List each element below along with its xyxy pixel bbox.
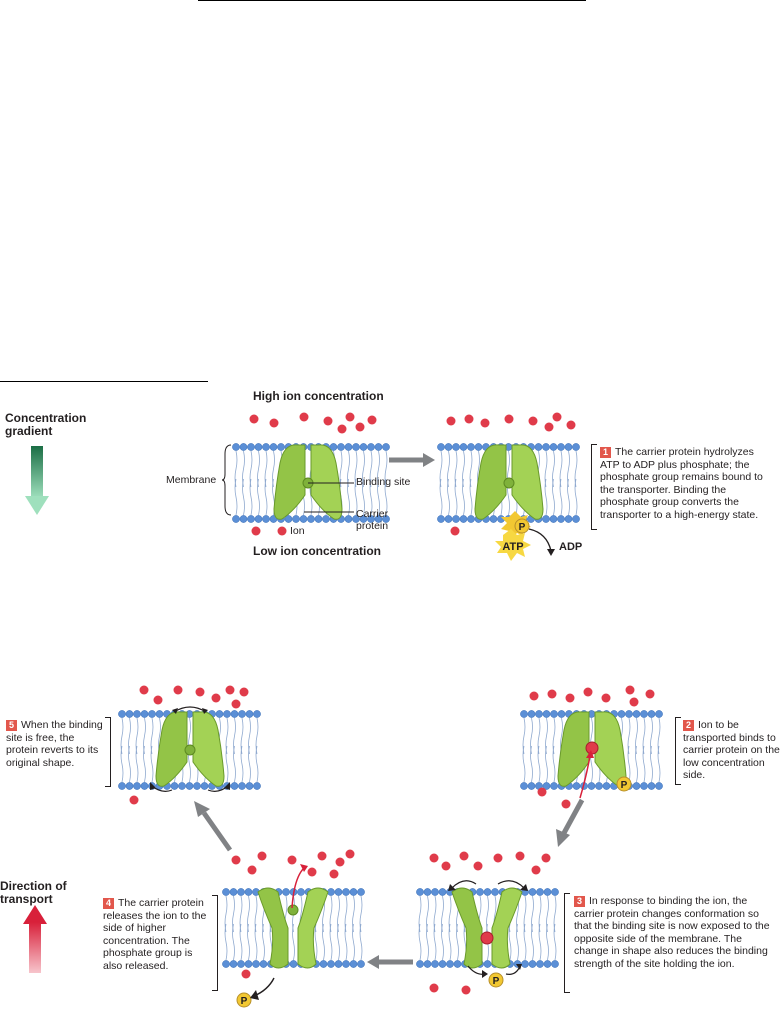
adp-text: ADP [559, 541, 582, 553]
direction-arrow-icon [23, 905, 47, 973]
binding-site-label: Binding site [356, 476, 411, 488]
carrier-protein-a [273, 444, 343, 520]
concentration-gradient-label: Concentration gradient [5, 411, 87, 438]
ion-legend-label: Ion [290, 525, 305, 537]
membrane-brace [221, 444, 232, 516]
step3-phosphate-text: P [493, 976, 500, 987]
carrier-protein-b [474, 444, 544, 520]
step5-description: When the binding site is free, the prote… [6, 719, 103, 769]
step3-number: 3 [574, 896, 585, 907]
arrow-step4-to-step5 [194, 801, 233, 852]
step2-phosphate-text: P [621, 780, 628, 791]
ions-top-a [249, 412, 377, 434]
phosphate-text: P [519, 522, 526, 533]
panel-step2: P [520, 685, 663, 809]
label-leaders [304, 482, 354, 513]
step2-description: Ion to be transported binds to carrier p… [683, 719, 780, 781]
atp-text: ATP [502, 541, 523, 553]
top-rule [198, 0, 586, 1]
ion-legend-icon [277, 526, 287, 536]
direction-of-transport-label: Direction of transport [0, 879, 67, 906]
panel-step4: P [222, 849, 365, 1008]
membrane-label: Membrane [166, 474, 217, 486]
step4-description: The carrier protein releases the ion to … [103, 897, 207, 972]
step3-bracket [564, 893, 570, 993]
section-rule [0, 381, 208, 382]
arrow-step3-to-step4 [367, 955, 413, 969]
gradient-arrow-icon [25, 446, 49, 515]
step1-number: 1 [600, 447, 611, 458]
step5-number: 5 [6, 720, 17, 731]
step4-bracket [212, 895, 218, 991]
high-ion-concentration-heading: High ion concentration [253, 389, 384, 403]
low-ion-concentration-heading: Low ion concentration [253, 544, 381, 558]
step5-bracket [105, 717, 111, 787]
arrow-step2-to-step3 [556, 798, 585, 847]
lipid-bilayer [416, 888, 559, 968]
step1-bracket [591, 444, 597, 530]
step2-bracket [675, 717, 681, 785]
panel-step3: P [416, 851, 559, 995]
carrier-protein-label: Carrier protein [356, 508, 389, 532]
atp-adp-group: P ATP ADP [495, 511, 582, 561]
step1-description: The carrier protein hydrolyzes ATP to AD… [600, 446, 763, 521]
panel-step1: P ATP ADP [437, 412, 582, 561]
step3-description: In response to binding the ion, the carr… [574, 895, 770, 970]
step4-number: 4 [103, 898, 114, 909]
panel-step5 [118, 685, 261, 805]
panel-initial [232, 412, 390, 536]
step4-phosphate-text: P [241, 996, 248, 1007]
arrow-initial-to-step1 [389, 453, 435, 467]
lipid-bilayer [222, 888, 365, 968]
step2-number: 2 [683, 720, 694, 731]
